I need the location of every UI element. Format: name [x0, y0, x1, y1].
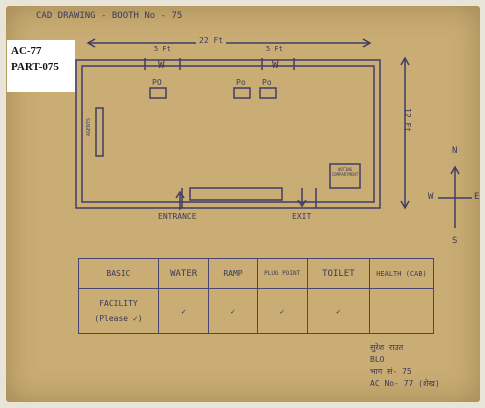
stamp-ac: AC-77 — [11, 45, 42, 57]
header-water: WATER — [157, 258, 210, 289]
voting-compartment-label: VOTING COMPARTMENT — [331, 167, 359, 177]
po-mid-label: Po — [236, 78, 246, 87]
exit-label: EXIT — [292, 212, 312, 221]
compass-south: S — [452, 236, 458, 246]
entrance-label: ENTRANCE — [158, 212, 197, 221]
please-tick-label: (Please ✓) — [94, 314, 143, 323]
signature-part: भाग सं- 75 — [370, 367, 412, 376]
facility-table-row: FACILITY (Please ✓) ✓ ✓ ✓ ✓ — [78, 288, 435, 334]
signature-ac: AC No- 77 (शेख) — [370, 379, 440, 388]
paper-sheet — [6, 6, 480, 402]
window-right-label: W — [272, 58, 279, 71]
agents-label: AGENTS — [86, 117, 92, 136]
header-ramp: RAMP — [208, 258, 258, 289]
compass-west: W — [428, 192, 434, 202]
window-left-width: 5 Ft — [154, 45, 171, 53]
facility-table: BASIC WATER RAMP PLUG POINT TOILET HEALT… — [78, 258, 435, 334]
tick-plug-point: ✓ — [256, 288, 308, 334]
facility-table-header-row: BASIC WATER RAMP PLUG POINT TOILET HEALT… — [78, 258, 435, 289]
header-basic: BASIC — [78, 258, 159, 289]
length-dimension: 12 Ft — [403, 108, 412, 133]
window-left-label: W — [158, 58, 165, 71]
compass-north: N — [452, 146, 458, 156]
tick-water: ✓ — [157, 288, 210, 334]
po-right-label: Po — [262, 78, 272, 87]
tick-ramp: ✓ — [208, 288, 258, 334]
signature-role: BLO — [370, 355, 385, 364]
po-left-label: PO — [152, 78, 162, 87]
blo-signature: सुरेश राउत BLO भाग सं- 75 AC No- 77 (शेख… — [370, 342, 440, 390]
stamp-part: PART-075 — [11, 61, 59, 73]
facility-row-label: FACILITY (Please ✓) — [78, 288, 159, 334]
part-stamp: AC-77 PART-075 — [7, 40, 75, 92]
signature-name: सुरेश राउत — [370, 343, 404, 352]
header-toilet: TOILET — [306, 258, 370, 289]
header-plug-point: PLUG POINT — [256, 258, 308, 289]
window-right-width: 5 Ft — [266, 45, 283, 53]
tick-health — [368, 288, 435, 334]
facility-label: FACILITY — [99, 299, 138, 308]
tick-toilet: ✓ — [306, 288, 370, 334]
compass-east: E — [474, 192, 480, 202]
width-dimension: 22 Ft — [196, 36, 227, 45]
header-health: HEALTH (CAB) — [368, 258, 435, 289]
drawing-title: CAD DRAWING - BOOTH No - 75 — [36, 11, 183, 21]
